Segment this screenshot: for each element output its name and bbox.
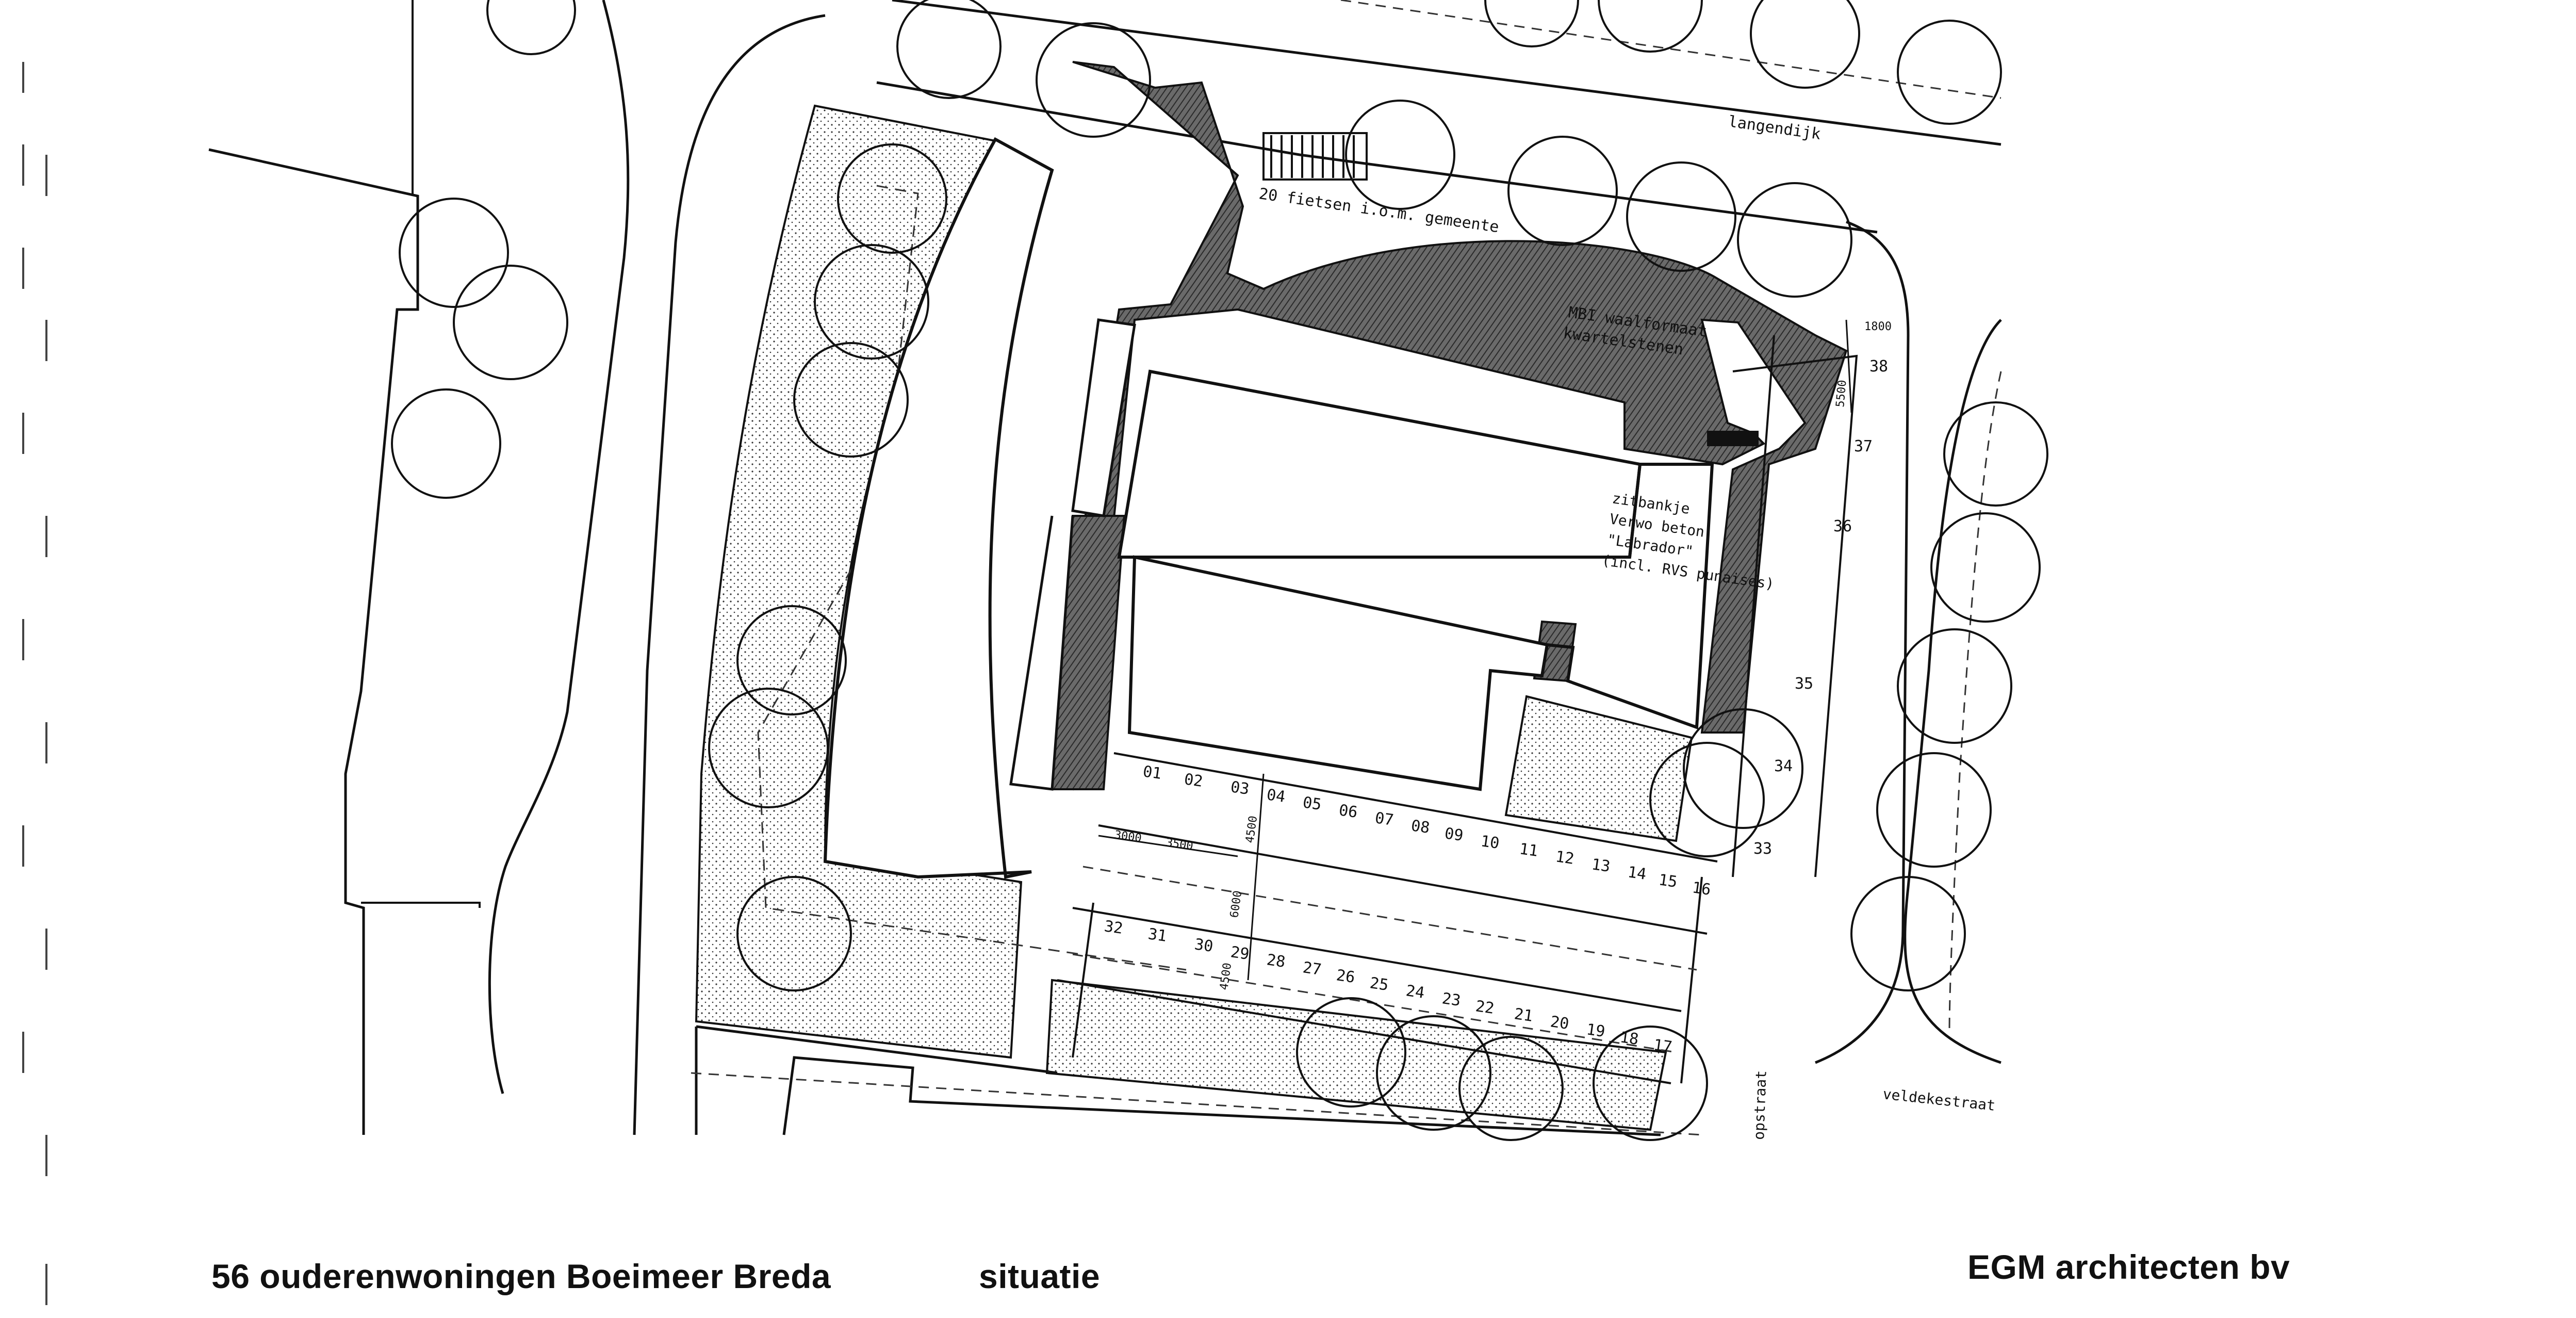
parking-number: 14: [1627, 863, 1648, 884]
bench: [1707, 431, 1759, 446]
parking-number: 34: [1774, 757, 1793, 775]
parking-bays: [1057, 335, 1858, 1084]
parking-number: 26: [1335, 966, 1356, 987]
parking-number: 28: [1266, 951, 1287, 971]
west-road-edge: [488, 0, 630, 1094]
bike-rack: [1262, 132, 1368, 181]
parking-number: 18: [1619, 1028, 1640, 1049]
parking-number: 15: [1658, 871, 1679, 891]
parking-number: 08: [1410, 817, 1431, 837]
paved-walkway-west: [1040, 61, 1848, 791]
parking-number: 30: [1193, 935, 1215, 956]
dimension-3000: 3000: [1113, 828, 1142, 845]
parking-number: 35: [1795, 675, 1813, 693]
main-building-east: [1547, 463, 1714, 730]
parking-number: 01: [1142, 762, 1163, 783]
parking-number: 31: [1147, 925, 1168, 946]
north-road-edge: [876, 0, 2001, 234]
parking-number: 21: [1513, 1005, 1534, 1026]
parking-number: 02: [1183, 770, 1204, 791]
parking-number: 10: [1480, 832, 1501, 853]
parking-number: 27: [1302, 958, 1323, 979]
parking-number: 32: [1103, 917, 1124, 938]
dimension-4500-top: 4500: [1243, 815, 1260, 844]
street-label-east: veldekestraat: [1882, 1085, 1996, 1114]
west-connector: [1009, 318, 1136, 791]
east-road-dash: [1948, 371, 2002, 1032]
parking-number: 38: [1869, 357, 1888, 376]
dimension-1800: 1800: [1864, 320, 1892, 333]
parking-number: 06: [1338, 801, 1359, 822]
trees: [391, 0, 2048, 1141]
south-garden: [1045, 979, 1667, 1131]
west-road-edge-2: [633, 14, 826, 1135]
parking-number: 04: [1266, 786, 1287, 806]
drawing-type-label: situatie: [979, 1257, 1101, 1295]
parking-number: 11: [1518, 840, 1539, 860]
street-label-north: langendijk: [1727, 112, 1822, 143]
dimension-3500: 3500: [1165, 836, 1194, 853]
dimension-lines: [1098, 319, 1852, 981]
bike-rack-annotation: 20 fietsen i.o.m. gemeente: [1258, 185, 1500, 236]
project-title: 56 ouderenwoningen Boeimeer Breda: [211, 1257, 831, 1295]
south-road-edge: [695, 1025, 1661, 1136]
parking-number: 37: [1854, 437, 1873, 455]
parking-numbers-bottom: 32 31 30 29 28 27 26 25 24 23 22 21 20 1…: [1103, 917, 1673, 1056]
street-label-south-east: opstraat: [1750, 1070, 1770, 1140]
parking-number: 07: [1374, 809, 1395, 829]
parking-numbers-east: 38 37 36 35 34 33: [1753, 357, 1888, 858]
parking-number: 20: [1549, 1013, 1570, 1033]
margin-marks: [22, 62, 47, 1305]
dimension-5500: 5500: [1834, 380, 1849, 408]
parking-number: 13: [1590, 855, 1612, 876]
parking-number: 12: [1554, 848, 1576, 868]
parking-number: 33: [1753, 840, 1772, 858]
parking-number: 03: [1229, 778, 1251, 799]
parking-number: 19: [1585, 1020, 1606, 1041]
main-building-south: [1127, 555, 1549, 791]
parking-number: 23: [1441, 989, 1462, 1010]
parking-number: 29: [1229, 943, 1251, 964]
parking-number: 05: [1302, 793, 1323, 814]
parking-number: 09: [1443, 824, 1465, 845]
west-building-outline: [208, 148, 419, 1135]
parking-number: 16: [1691, 878, 1712, 899]
dimension-6000: 6000: [1228, 890, 1244, 919]
parking-numbers-top: 01 02 03 04 05 06 07 08 09 10 11 12 13 1…: [1142, 762, 1712, 899]
west-building-wall: [361, 0, 481, 908]
parking-number: 17: [1652, 1036, 1673, 1056]
parking-number: 36: [1833, 517, 1852, 535]
parking-number: 22: [1474, 997, 1496, 1018]
west-garden-dashed-path: [757, 185, 1187, 971]
dimension-4500-bottom: 4500: [1218, 962, 1234, 991]
parking-number: 25: [1369, 974, 1390, 995]
courtyard-garden: [1504, 695, 1693, 842]
architect-office-label: EGM architecten bv: [1967, 1248, 2290, 1286]
main-building-north: [1117, 369, 1642, 559]
west-building-wing: [823, 137, 1054, 879]
north-road-dash: [1340, 0, 2001, 99]
parking-number: 24: [1405, 982, 1426, 1002]
east-road-edge: [1815, 220, 2002, 1064]
south-road-dash: [691, 1072, 1702, 1136]
